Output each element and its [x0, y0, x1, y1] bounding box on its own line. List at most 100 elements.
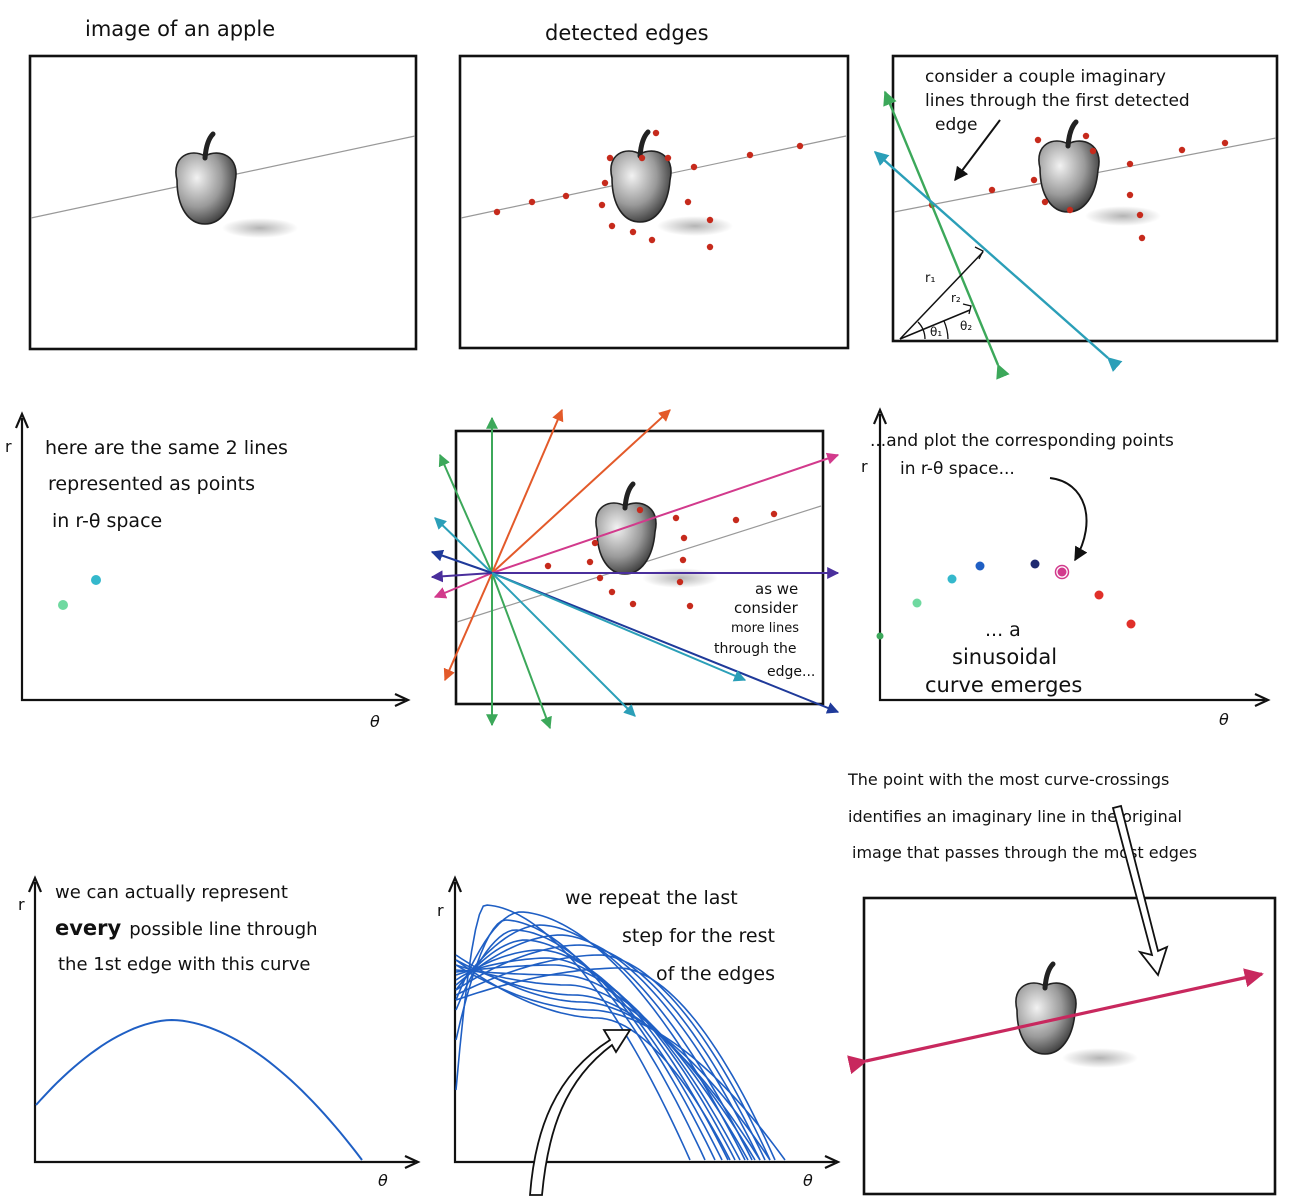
axes [453, 882, 835, 1164]
axes [20, 418, 405, 702]
axes [878, 414, 1265, 702]
r-axis-label: r [5, 437, 12, 456]
panel-sinusoid-points: r θ ...and plot the corresponding points… [861, 407, 1271, 729]
theta1-label: θ₁ [930, 325, 942, 339]
every-text-2-line: every possible line through [55, 916, 318, 940]
edge-point [591, 539, 599, 547]
every-bold: every [55, 916, 122, 940]
title-detected-edges: detected edges [545, 21, 709, 45]
repeat-text-2: step for the rest [622, 925, 775, 947]
panel-best-line: The point with the most curve-crossings … [847, 770, 1277, 1196]
r-axis-label: r [18, 895, 25, 914]
theta-arrowhead [394, 693, 411, 707]
teal-ray [434, 517, 493, 574]
edge-point [629, 228, 637, 236]
panel-detected-edges: detected edges [458, 21, 850, 350]
edge-point [648, 236, 656, 244]
teal-ray [491, 572, 747, 682]
theta-arrowhead [1254, 693, 1271, 707]
best-line [847, 968, 1264, 1075]
sinusoid-text-1: ... a [985, 619, 1021, 641]
edge-point [1089, 147, 1097, 155]
edge-point [1138, 234, 1146, 242]
as-we-text-1: as we [755, 580, 798, 598]
theta-axis-label: θ [378, 1171, 388, 1190]
sinusoid-curve [455, 944, 766, 1161]
edge-points [544, 506, 778, 610]
theta2-arc [943, 320, 949, 340]
edge-point [638, 154, 646, 162]
r-arrowhead [447, 875, 463, 893]
right-angle-mark [974, 246, 984, 260]
r-axis-label: r [437, 901, 444, 920]
edge-point [676, 578, 684, 586]
theta2-label: θ₂ [960, 319, 972, 333]
point-text-1: The point with the most curve-crossings [847, 770, 1169, 789]
r-theta-point [1030, 559, 1040, 569]
edge-point [586, 558, 594, 566]
repeat-text-1: we repeat the last [565, 887, 738, 909]
edge-point [1136, 211, 1144, 219]
consider-text-1: consider a couple imaginary [925, 67, 1166, 87]
plot-text-1: ...and plot the corresponding points [870, 431, 1174, 451]
orange-ray [443, 572, 493, 682]
as-we-text-5: edge... [767, 664, 815, 680]
teal-line [873, 151, 1123, 372]
same-lines-text-1: here are the same 2 lines [45, 437, 288, 459]
edge-point [1126, 191, 1134, 199]
sinusoid-curve [455, 959, 761, 1161]
panel-more-lines: as we consider more lines through the ed… [430, 408, 840, 730]
every-text-1: we can actually represent [55, 882, 288, 903]
edge-point [1030, 176, 1038, 184]
sinusoid-curve [455, 904, 691, 1161]
panel-many-curves: r θ we repeat the last step for the rest… [437, 875, 841, 1196]
theta-arrowhead [824, 1155, 841, 1169]
edge-point [1082, 132, 1090, 140]
as-we-text-3: more lines [731, 621, 799, 636]
r-theta-point [975, 561, 985, 571]
edge-point [796, 142, 804, 150]
same-lines-text-3: in r-θ space [52, 510, 162, 532]
theta-axis-label: θ [370, 712, 380, 731]
r-theta-point [876, 632, 884, 640]
plot-text-2: in r-θ space... [900, 459, 1015, 479]
sinusoid-curve [455, 924, 753, 1161]
theta-axis-label: θ [1219, 710, 1229, 729]
panel-single-curve: r θ we can actually represent every possi… [18, 875, 421, 1190]
theta-arrowhead [404, 1155, 421, 1169]
magenta-ray [491, 452, 840, 574]
teal-ray [491, 572, 636, 717]
point-text-3: image that passes through the most edges [852, 843, 1197, 862]
edge-points [493, 129, 804, 251]
sinusoid-curve [455, 964, 756, 1161]
sinusoid-curve [455, 911, 746, 1161]
edge-point [601, 179, 609, 187]
sinusoid-curve [35, 1018, 363, 1161]
pointer-arrow [1049, 477, 1088, 562]
edge-point [1126, 160, 1134, 168]
r-arrowhead [872, 407, 888, 425]
highlight-ring [1054, 564, 1070, 580]
r-theta-point [912, 598, 922, 608]
edge-point [684, 198, 692, 206]
purple-ray [430, 570, 493, 583]
edge-point [562, 192, 570, 200]
orange-ray [491, 408, 564, 574]
every-text-2: possible line through [129, 919, 317, 940]
edge-point [664, 154, 672, 162]
sinusoid-curves [455, 904, 786, 1161]
theta1-arc [917, 321, 926, 340]
edge-point [652, 129, 660, 137]
consider-text-2: lines through the first detected [925, 91, 1190, 111]
r-theta-point [1126, 619, 1136, 629]
best-line-pointer-arrow [1111, 804, 1169, 977]
edge-point [680, 534, 688, 542]
sinusoid-curve [455, 949, 729, 1161]
edge-point [746, 151, 754, 159]
as-we-text-2: consider [734, 599, 799, 617]
edge-point [493, 208, 501, 216]
right-angle-mark [962, 303, 972, 315]
title-image-of-apple: image of an apple [85, 17, 275, 41]
orange-ray [491, 409, 671, 574]
